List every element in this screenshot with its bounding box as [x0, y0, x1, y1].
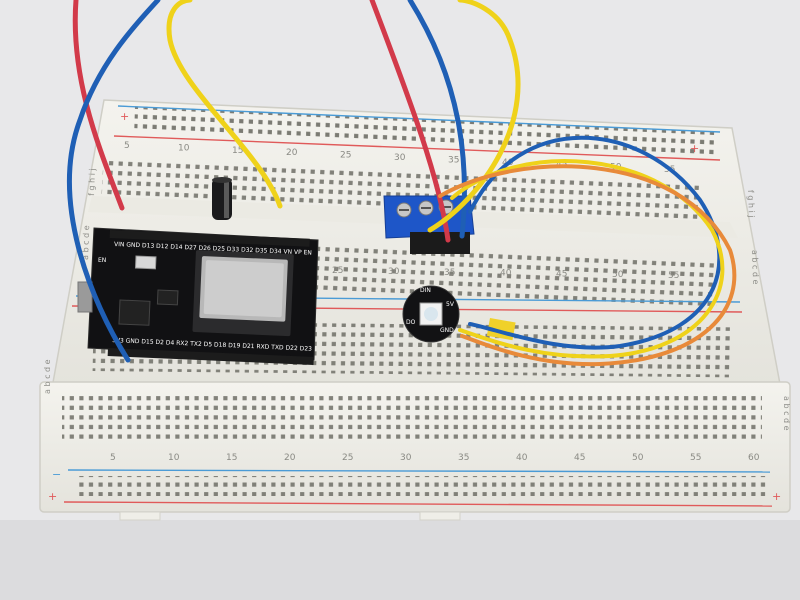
row-letters-left-upper: f g h i j	[87, 168, 97, 196]
plus-symbol-bottom-right: +	[772, 490, 781, 503]
lower-column-number: 30	[400, 453, 412, 463]
esp32-usb-port[interactable]	[77, 281, 93, 313]
lower-column-number: 50	[632, 453, 644, 463]
lower-grid[interactable]	[62, 392, 762, 440]
blue-wire-led-loop[interactable]	[468, 135, 722, 350]
led-label-do: DO	[406, 319, 416, 326]
screw-terminal[interactable]	[383, 195, 475, 254]
upper-column-number-mid: 40	[500, 269, 512, 279]
esp32-top-header[interactable]	[109, 230, 310, 247]
terminal-header	[410, 232, 470, 254]
upper-column-number-mid: 30	[388, 267, 400, 277]
jumper-wires[interactable]	[67, 0, 737, 367]
esp32-en-label: EN	[98, 257, 106, 264]
esp32-board[interactable]: VIN GND D13 D12 D14 D27 D26 D25 D33 D32 …	[77, 227, 319, 365]
lower-rail-red	[63, 501, 773, 507]
upper-column-number: 15	[232, 146, 243, 156]
upper-grid-top[interactable]	[100, 156, 704, 230]
lower-column-numbers: 5 10 15 20 25 30 35 40 45 50 55 60	[110, 453, 760, 463]
esp32-regulator	[156, 289, 179, 306]
upper-column-number-mid: 50	[612, 270, 624, 280]
esp32-usb-chip	[118, 299, 151, 326]
esp32-wifi-module	[192, 250, 294, 337]
lower-column-number: 25	[342, 453, 353, 463]
plus-symbol-top-left: +	[120, 110, 129, 123]
lower-column-number: 35	[458, 453, 469, 463]
yellow-wire-left[interactable]	[166, 0, 283, 209]
lower-row-letters-right: a b c d e	[782, 396, 791, 431]
esp32-reset-button[interactable]	[134, 255, 157, 270]
led-breakout[interactable]: DIN 5V GND DO	[402, 285, 460, 343]
red-wire-left[interactable]	[72, 0, 125, 211]
orange-wire-led-loop[interactable]	[438, 164, 737, 367]
lower-power-rail[interactable]	[78, 476, 768, 496]
lower-column-number: 60	[748, 453, 760, 463]
led-label-gnd: GND	[440, 327, 454, 334]
lower-column-number: 45	[574, 453, 585, 463]
lower-rail-blue	[67, 469, 771, 473]
lower-breadboard: − + + a b c d e a b c d e 5 10 15 20 25 30 35 4…	[39, 359, 791, 521]
lower-column-number: 20	[284, 453, 296, 463]
upper-column-number: 35	[448, 155, 459, 165]
esp32-bottom-header[interactable]	[107, 348, 314, 365]
plus-symbol-top-right: +	[690, 142, 699, 155]
blue-wire-terminal[interactable]	[407, 0, 467, 239]
lower-column-number: 40	[516, 453, 528, 463]
upper-column-number: 25	[340, 151, 351, 161]
upper-column-number: 20	[286, 148, 298, 158]
upper-column-number: 10	[178, 143, 190, 153]
lower-column-number: 10	[168, 453, 180, 463]
led-label-5v: 5V	[446, 301, 455, 308]
upper-column-number: 30	[394, 153, 406, 163]
row-letters-left-lower: a b c d e	[81, 225, 91, 260]
lower-column-number: 5	[110, 453, 116, 463]
capacitor[interactable]	[212, 177, 232, 220]
row-letters-right-upper: f g h i j	[746, 190, 756, 218]
row-letters-right-lower: a b c d e	[750, 250, 760, 285]
blue-wire-left[interactable]	[67, 0, 161, 363]
yellow-wire-led-loop[interactable]	[450, 159, 725, 359]
board-foot-center	[419, 511, 461, 521]
led-label-din: DIN	[420, 287, 431, 294]
upper-rail-red-line	[113, 135, 721, 161]
plus-symbol-bottom-left: +	[48, 490, 57, 503]
upper-rail-blue-line	[117, 105, 721, 133]
red-wire-terminal[interactable]	[369, 0, 451, 243]
yellow-wire-terminal[interactable]	[427, 0, 521, 233]
lower-column-number: 55	[690, 453, 701, 463]
lower-row-letters-left: a b c d e	[43, 359, 52, 394]
upper-top-power-rail[interactable]	[134, 106, 715, 157]
minus-symbol-left: −	[52, 468, 61, 481]
lower-column-number: 15	[226, 453, 237, 463]
upper-column-number-mid: 45	[556, 269, 567, 279]
upper-column-number: 5	[124, 141, 130, 151]
board-foot-left	[119, 511, 161, 521]
upper-column-number-mid: 55	[668, 271, 679, 281]
upper-column-number-mid: 25	[332, 266, 343, 276]
table-shadow	[0, 520, 800, 600]
upper-column-number-mid: 35	[444, 268, 455, 278]
